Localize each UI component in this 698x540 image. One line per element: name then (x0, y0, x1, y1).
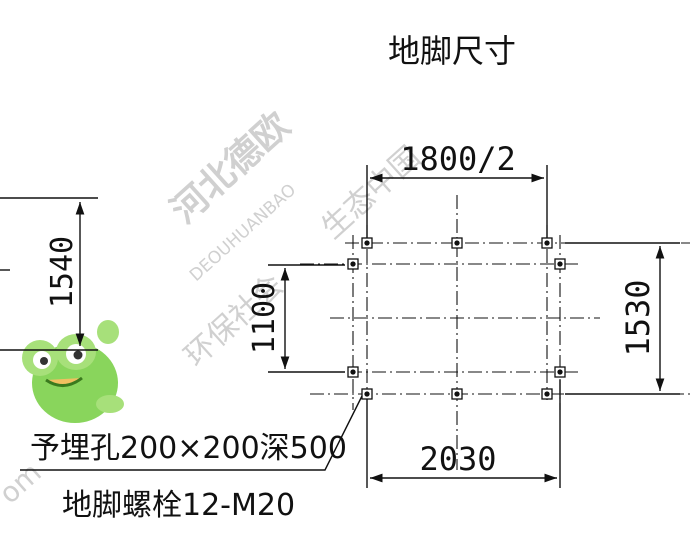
bolt-hole (554, 366, 566, 378)
bolt-hole (554, 258, 566, 270)
frog-mascot-icon (22, 320, 124, 423)
bolt-hole (361, 237, 373, 249)
dimension-lines (0, 165, 680, 488)
dim-right-vertical: 1530 (619, 279, 657, 356)
dim-inner-vertical: 1100 (247, 282, 282, 354)
note-embedded-pit: 予埋孔200×200深500 (30, 431, 347, 466)
bolt-hole (451, 388, 463, 400)
drawing-title: 地脚尺寸 (388, 32, 516, 70)
bolt-hole (361, 388, 373, 400)
dim-top-span: 1800/2 (400, 140, 516, 178)
bolt-hole (541, 237, 553, 249)
dim-left-partial: 1540 (45, 236, 80, 308)
bolt-hole (451, 237, 463, 249)
bolt-hole (347, 366, 359, 378)
anchor-bolts (347, 237, 566, 400)
dim-bottom-span: 2030 (419, 440, 496, 478)
bolt-hole (347, 258, 359, 270)
note-anchor-bolts: 地脚螺栓12-M20 (62, 488, 295, 523)
bolt-hole (541, 388, 553, 400)
